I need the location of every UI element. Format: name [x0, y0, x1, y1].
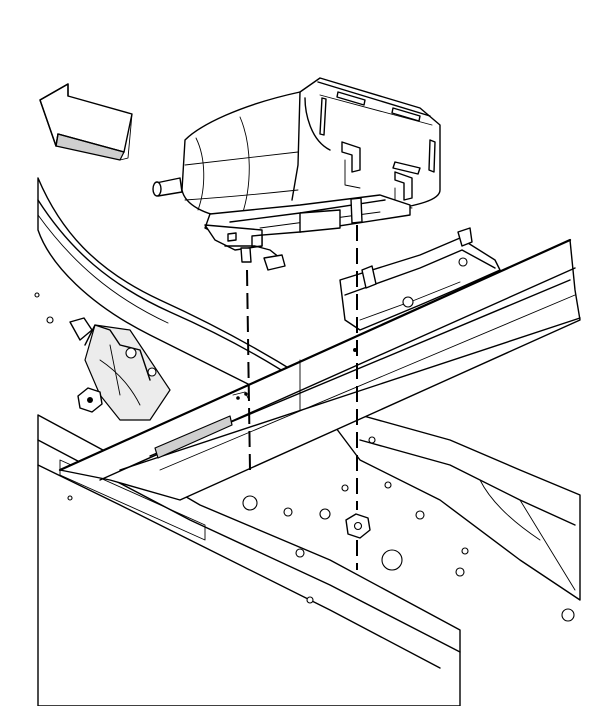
evap-canister: [152, 77, 441, 271]
mounting-stud: [240, 247, 252, 263]
installation-guide-lines: [246, 225, 358, 570]
canister-mounting-bracket: [339, 227, 501, 331]
direction-arrow-icon: [39, 83, 133, 161]
mounting-nut: [345, 513, 371, 539]
frame-crossmember: [58, 238, 581, 501]
